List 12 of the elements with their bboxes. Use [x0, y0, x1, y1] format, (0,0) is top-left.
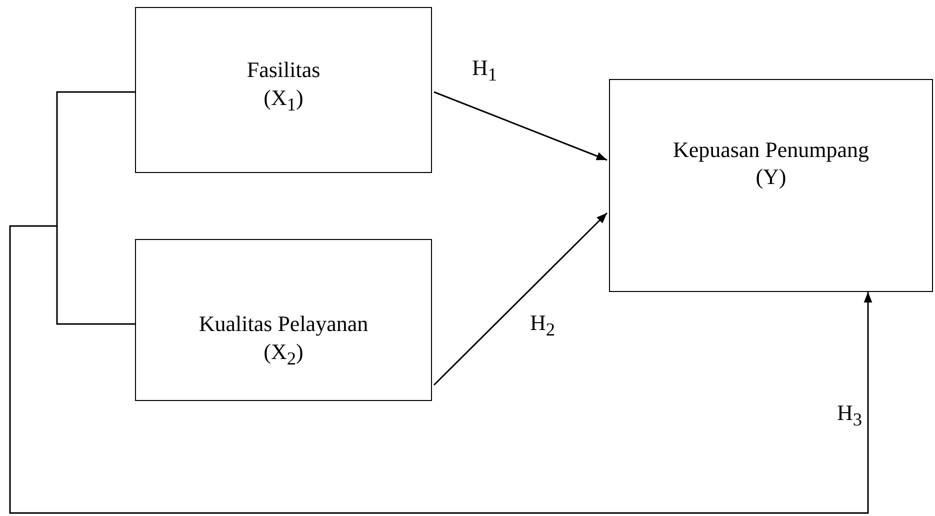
node-label: (X$_{1}$) [264, 84, 304, 116]
variable-box [135, 239, 432, 401]
arrow [9, 91, 872, 514]
arrow [433, 212, 608, 386]
node-label: Kepuasan Penumpang [672, 136, 870, 163]
node-label: (Y) [756, 163, 786, 190]
variable-box [609, 79, 933, 292]
arrow [434, 91, 608, 161]
node-label: Kualitas Pelayanan [198, 310, 368, 338]
variable-box [135, 7, 432, 173]
node-label: Fasilitas [246, 56, 320, 84]
node-label: (X$_{2}$) [264, 338, 304, 370]
